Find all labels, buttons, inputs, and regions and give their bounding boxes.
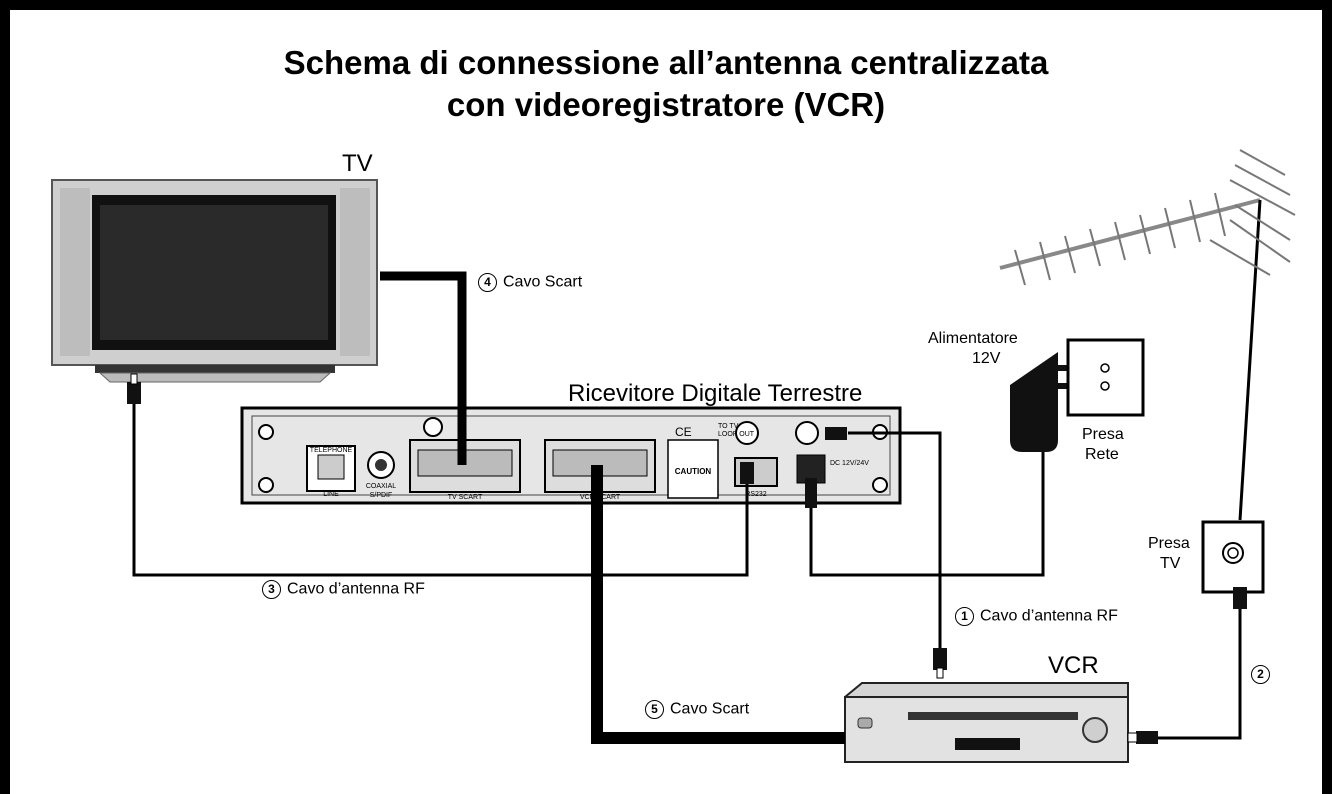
to-tv-label: TO TV: [718, 423, 739, 430]
antenna-in-port: [795, 421, 819, 445]
cable-4-label: 4 Cavo Scart: [478, 273, 582, 292]
caution-label: [667, 439, 719, 499]
tv-label: TV: [342, 150, 373, 177]
loop-out-label: LOOP OUT: [718, 431, 755, 438]
cable-1-rf: [848, 431, 942, 660]
line-label: LINE: [323, 491, 339, 498]
plug-to-tv: [740, 462, 754, 484]
tv-scart-label: TV SCART: [448, 494, 483, 501]
dc-label: DC 12V/24V: [830, 460, 869, 467]
cable-4-text: Cavo Scart: [503, 273, 583, 291]
plug-tv-rf: [127, 382, 141, 404]
cable-1-number: 1: [955, 607, 974, 626]
plug-antenna-in: [825, 427, 847, 440]
cable-plugs: [127, 373, 1247, 744]
cable-2-rf: [1135, 605, 1242, 740]
diagram-title-line2: con videoregistratore (VCR): [446, 86, 886, 123]
cable-3-text: Cavo d’antenna RF: [287, 580, 425, 598]
tv-socket-label-line2: TV: [1160, 555, 1181, 572]
tv-right-speaker: [340, 188, 370, 356]
coaxial-label: COAXIAL: [366, 483, 396, 490]
cable-3-number: 3: [262, 580, 281, 599]
cable-4-scart: [380, 271, 467, 465]
mains-socket-label-line1: Presa: [1082, 426, 1124, 443]
caution-text: CAUTION: [675, 467, 712, 476]
mains-socket: [1066, 338, 1145, 417]
plug-dc: [805, 478, 817, 508]
cable-5-scart: [591, 465, 845, 744]
telephone-label: TELEPHONE: [310, 447, 353, 454]
receiver-back-panel: [240, 406, 902, 505]
plug-wall-socket: [1233, 587, 1247, 609]
mains-socket-label-line2: Rete: [1085, 446, 1119, 463]
receiver-label: Ricevitore Digitale Terrestre: [568, 380, 863, 407]
vcr-device: [844, 682, 1129, 763]
cable-1-label: 1 Cavo d’antenna RF: [955, 607, 1118, 626]
cable-3-label: 3 Cavo d’antenna RF: [262, 580, 425, 599]
cable-1-text: Cavo d’antenna RF: [980, 607, 1118, 625]
vcr-label: VCR: [1048, 652, 1099, 679]
antenna: [999, 149, 1296, 521]
diagram-title-line1: Schema di connessione all’antenna centra…: [283, 44, 1049, 81]
cable-2-label: 2: [1251, 665, 1276, 684]
tv-wall-socket: [1201, 520, 1265, 594]
cable-5-text: Cavo Scart: [670, 700, 750, 718]
spdif-label: S/PDIF: [370, 492, 393, 499]
tv-base: [95, 365, 335, 373]
tv-socket-label-line1: Presa: [1148, 535, 1190, 552]
ce-mark: CE: [675, 425, 692, 439]
power-cable: [809, 452, 1045, 577]
tv-screen-inner: [100, 205, 328, 340]
power-adapter: [1010, 352, 1068, 452]
to-tv-port: [735, 421, 759, 445]
power-supply-label-line2: 12V: [972, 350, 1001, 367]
tv-set: [51, 179, 378, 383]
cable-4-number: 4: [478, 273, 497, 292]
power-supply-label-line1: Alimentatore: [928, 330, 1018, 347]
cable-3-rf: [132, 400, 749, 577]
dc-in-port: [796, 454, 826, 484]
plug-vcr-rf-out: [1136, 731, 1158, 744]
cable-2-number: 2: [1251, 665, 1270, 684]
plug-vcr-rf-in: [933, 648, 947, 670]
cable-5-label: 5 Cavo Scart: [645, 700, 749, 719]
tv-left-speaker: [60, 188, 90, 356]
rs232-label: RS232: [745, 491, 767, 498]
tv-stand: [98, 372, 332, 383]
cable-5-number: 5: [645, 700, 664, 719]
